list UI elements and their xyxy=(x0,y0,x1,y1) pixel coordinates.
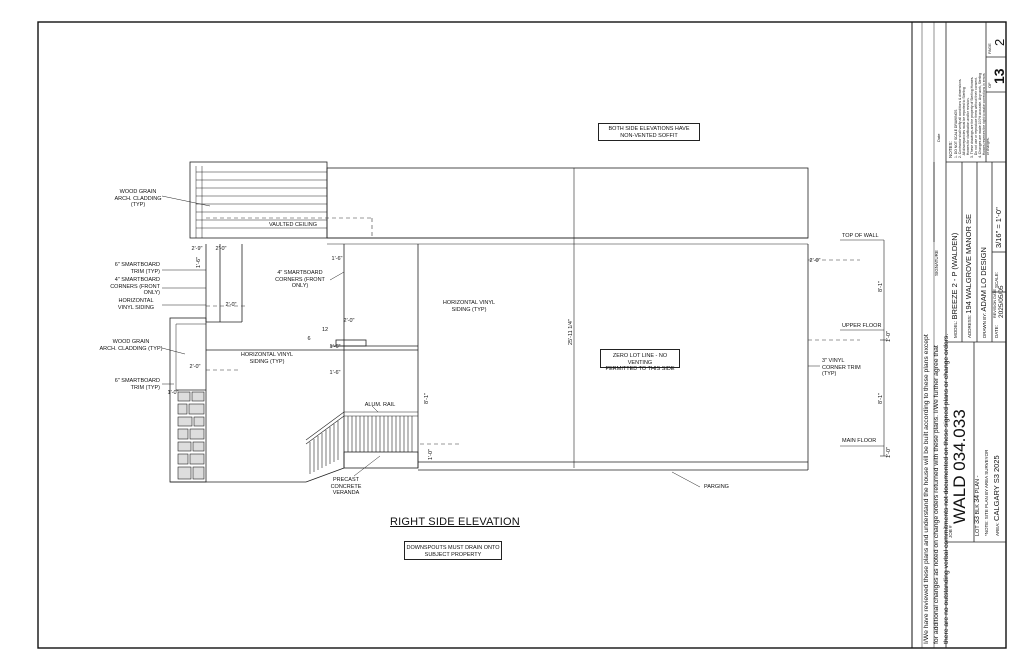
notes-heading: NOTES: xyxy=(948,141,953,158)
label-horiz-vinyl-main: HORIZONTAL VINYL SIDING (TYP) xyxy=(442,300,496,313)
dim: 2'-0" xyxy=(343,318,355,324)
dim: 1'-6" xyxy=(329,370,341,376)
label-top-wall: TOP OF WALL xyxy=(842,233,879,239)
dim: 1'-0" xyxy=(167,390,179,396)
label-corners-4-mid: 4" SMARTBOARD CORNERS (FRONT ONLY) xyxy=(275,270,325,289)
hidden-lines xyxy=(206,217,860,445)
soffit-note-box: BOTH SIDE ELEVATIONS HAVE NON-VENTED SOF… xyxy=(598,123,700,141)
lot-line: LOT 33 BLK 34 PLAN - xyxy=(974,476,981,536)
label-trim-6-low: 6" SMARTBOARD TRIM (TYP) xyxy=(114,378,160,391)
revision-label: REVISION DATE xyxy=(993,288,997,318)
signature-label: SIGNATURE xyxy=(934,250,939,276)
dim: 2'-0" xyxy=(189,364,201,370)
alum-rail xyxy=(305,411,418,474)
level-lines xyxy=(840,239,888,457)
model-value: BREEZE 2 - P (WALDEN) xyxy=(950,232,959,320)
drawn-by-line: DRAWN BY: ADAM LO DESIGN xyxy=(979,247,988,338)
sheet-border xyxy=(37,21,1007,649)
date-signature-label: Date xyxy=(936,133,941,142)
label-main-floor: MAIN FLOOR xyxy=(842,438,877,444)
lot-label: LOT xyxy=(975,525,981,536)
leader-lines xyxy=(161,195,820,488)
dim-floor-gap: 1'-0" xyxy=(886,331,892,342)
scale-value: 3/16" = 1'-0" xyxy=(994,207,1003,248)
stone-cladding xyxy=(177,391,205,480)
plan-label: PLAN xyxy=(975,478,981,494)
label-vaulted: VAULTED CEILING xyxy=(268,222,318,228)
title-block: I/We have reviewed these plans and under… xyxy=(912,22,1007,648)
dim-main-height: 8'-1" xyxy=(878,393,884,404)
blk-label: BLK xyxy=(975,504,981,515)
page-number: 2 xyxy=(992,38,1007,46)
dim: 1'-0" xyxy=(428,449,434,460)
total-pages: 13 xyxy=(991,68,1007,84)
label-parging: PARGING xyxy=(704,484,729,490)
soffit-note: BOTH SIDE ELEVATIONS HAVE NON-VENTED SOF… xyxy=(608,126,690,139)
dim: 1'-6" xyxy=(331,256,343,262)
lot-value: 33 xyxy=(974,516,981,524)
dim: 2'-0" xyxy=(215,246,227,252)
notes-list: 1. DO NOT SCALE DRAWINGS 2. Contractor s… xyxy=(954,72,990,158)
drawn-by-label: DRAWN BY: xyxy=(982,312,987,338)
agreement-text: I/We have reviewed these plans and under… xyxy=(912,24,952,644)
job-label: JOB # xyxy=(948,525,953,538)
model-label: MODEL: xyxy=(953,320,958,338)
dim-porch-height: 8'-1" xyxy=(424,393,430,404)
zero-lot-note-box: ZERO LOT LINE - NO VENTING PERMITTED TO … xyxy=(600,349,680,372)
dim: 2'-0" xyxy=(225,302,237,308)
address-value: 194 WALGROVE MANOR SE xyxy=(964,213,973,314)
job-number: WALD 034.033 xyxy=(950,409,969,524)
dim: 2'-9" xyxy=(191,246,203,252)
address-label: ADDRESS: xyxy=(967,314,972,338)
dim: 1'-6" xyxy=(329,344,341,350)
blk-value: 34 xyxy=(974,494,981,503)
label-corners-4-left: 4" SMARTBOARD CORNERS (FRONT ONLY) xyxy=(110,277,160,296)
label-alum-rail: ALUM. RAIL xyxy=(364,402,396,408)
downspouts-note-box: DOWNSPOUTS MUST DRAIN ONTO SUBJECT PROPE… xyxy=(404,541,502,560)
agreement-statement: I/We have reviewed these plans and under… xyxy=(923,333,950,644)
plan-value: - xyxy=(975,475,981,478)
label-corner-trim: 3" VINYL CORNER TRIM (TYP) xyxy=(822,358,861,377)
label-wood-grain-low: WOOD GRAIN ARCH. CLADDING (TYP) xyxy=(99,339,163,352)
label-trim-6-top: 6" SMARTBOARD TRIM (TYP) xyxy=(114,262,160,275)
date-label: DATE: xyxy=(994,325,999,338)
building-outline xyxy=(169,161,809,483)
label-upper-floor: UPPER FLOOR xyxy=(842,323,882,329)
dim-pitch-run: 12 xyxy=(321,327,329,333)
dim: 1'-6" xyxy=(196,257,202,268)
site-plan-note: *NOTE: SITE PLAN BY AREA SURVEYOR xyxy=(984,449,989,536)
drawing-title: RIGHT SIDE ELEVATION xyxy=(390,516,520,528)
date-value: 2025/05/05 xyxy=(998,285,1005,318)
area-line: AREA: CALGARY S3 2025 xyxy=(992,455,1001,536)
zero-lot-note: ZERO LOT LINE - NO VENTING PERMITTED TO … xyxy=(605,353,675,372)
label-precast: PRECAST CONCRETE VERANDA xyxy=(330,477,362,496)
title-block-grid xyxy=(921,22,1006,648)
label-horiz-vinyl-mid: HORIZONTAL VINYL SIDING (TYP) xyxy=(240,352,294,365)
downspouts-note: DOWNSPOUTS MUST DRAIN ONTO SUBJECT PROPE… xyxy=(406,545,500,558)
label-horiz-vinyl-left: HORIZONTAL VINYL SIDING xyxy=(117,298,155,311)
area-value: CALGARY S3 2025 xyxy=(992,455,1001,521)
area-label: AREA: xyxy=(995,522,1000,536)
label-wood-grain-top: WOOD GRAIN ARCH. CLADDING (TYP) xyxy=(114,189,162,208)
dim-pitch-rise: 6 xyxy=(307,336,311,342)
drawn-by-value: ADAM LO DESIGN xyxy=(979,247,988,312)
dim-floor-gap: 1'-0" xyxy=(886,447,892,458)
model-line: MODEL: BREEZE 2 - P (WALDEN) xyxy=(950,233,959,338)
dim: 2'-0" xyxy=(809,258,821,264)
dim-overall: 25'-11 1/4" xyxy=(568,319,574,345)
dim-upper-height: 8'-1" xyxy=(878,281,884,292)
scale-label: SCALE: xyxy=(994,271,999,288)
address-line: ADDRESS: 194 WALGROVE MANOR SE xyxy=(964,214,973,338)
